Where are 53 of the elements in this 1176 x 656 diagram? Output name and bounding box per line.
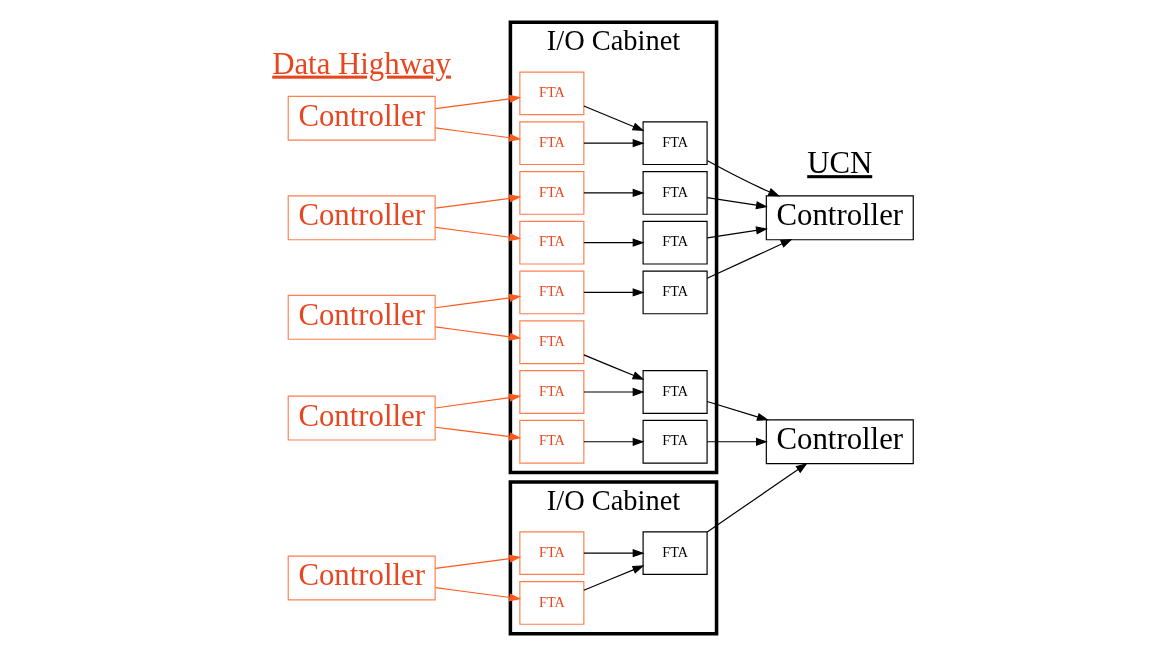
node-box: Controller — [765, 195, 914, 241]
node-box: FTA — [642, 531, 708, 576]
node-box: FTA — [642, 270, 708, 315]
arrow — [583, 105, 645, 131]
arrow — [706, 239, 793, 279]
arrow — [583, 437, 645, 446]
arrow — [583, 238, 645, 247]
arrow — [434, 226, 522, 242]
arrow — [706, 463, 808, 533]
node-box: FTA — [642, 370, 708, 414]
node-box: FTA — [519, 320, 585, 365]
arrow — [583, 565, 645, 591]
node-box: FTA — [519, 419, 585, 464]
label: UCN — [807, 146, 873, 181]
node-box: Controller — [287, 294, 436, 340]
arrow — [706, 400, 769, 421]
arrow — [434, 426, 522, 441]
arrow — [434, 393, 522, 409]
arrow — [434, 127, 522, 142]
arrow — [583, 387, 645, 397]
arrow — [434, 94, 522, 110]
arrow — [706, 226, 768, 239]
node-box: FTA — [519, 121, 585, 166]
node-box: Controller — [287, 95, 436, 141]
node-box: Controller — [287, 395, 436, 441]
node-box: FTA — [519, 71, 585, 116]
node-box: Controller — [765, 419, 914, 465]
label: Data Highway — [272, 46, 451, 81]
node-box: FTA — [519, 581, 585, 625]
node-box: FTA — [519, 220, 585, 265]
node-box: FTA — [642, 419, 708, 464]
node-box: FTA — [519, 171, 585, 215]
arrow — [434, 194, 522, 209]
arrow — [583, 354, 645, 380]
arrow — [434, 293, 522, 309]
arrow — [434, 326, 522, 341]
arrow — [434, 554, 522, 569]
node-box: FTA — [642, 220, 708, 265]
arrow — [583, 139, 645, 148]
arrow — [706, 437, 768, 446]
arrow — [583, 188, 645, 198]
node-box: Controller — [287, 195, 436, 241]
node-box: FTA — [519, 270, 585, 315]
arrow — [706, 197, 768, 210]
arrow — [583, 288, 645, 297]
arrow — [583, 549, 645, 558]
node-box: FTA — [642, 171, 708, 215]
node-box: FTA — [519, 370, 585, 414]
node-box: FTA — [519, 531, 585, 576]
node-box: Controller — [287, 555, 436, 601]
node-box: FTA — [642, 121, 708, 166]
arrow — [434, 587, 522, 602]
arrow — [706, 160, 781, 197]
